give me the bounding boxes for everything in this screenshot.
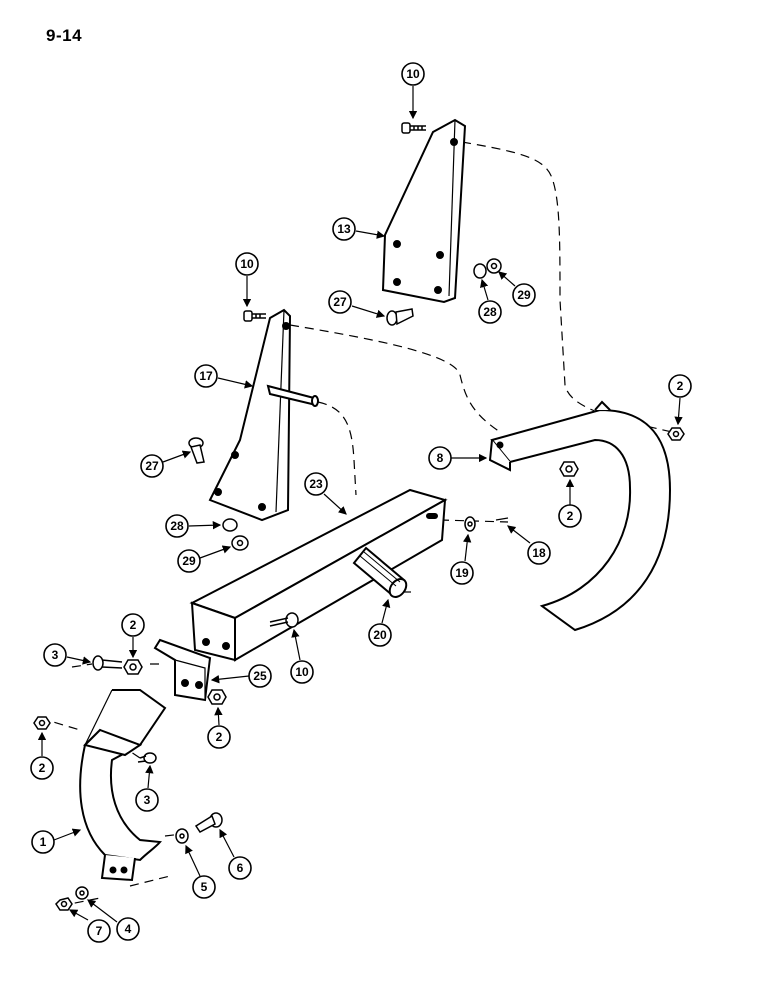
callout-label: 25 xyxy=(253,669,267,683)
callout-18: 18 xyxy=(507,525,551,565)
callout-29: 29 xyxy=(498,271,536,307)
part-13-bracket xyxy=(381,118,467,304)
callout-2: 2 xyxy=(668,374,692,426)
nut-5 xyxy=(175,828,189,844)
callout-2: 2 xyxy=(207,706,231,749)
callout-label: 2 xyxy=(130,618,137,632)
callout-7: 7 xyxy=(68,909,111,943)
nut-7 xyxy=(55,897,73,911)
callout-3: 3 xyxy=(135,764,159,812)
callout-label: 3 xyxy=(144,793,151,807)
callout-label: 10 xyxy=(295,665,309,679)
callout-label: 28 xyxy=(170,519,184,533)
callout-5: 5 xyxy=(185,844,216,899)
nut-2-right xyxy=(667,427,685,441)
part-17-bracket xyxy=(208,308,319,522)
callout-label: 27 xyxy=(145,459,159,473)
callout-label: 2 xyxy=(216,730,223,744)
callout-label: 1 xyxy=(40,835,47,849)
bolt-10-lower xyxy=(269,612,299,628)
callout-layer: 10 13 29 28 27 10 xyxy=(30,62,692,943)
callout-label: 27 xyxy=(333,295,347,309)
callout-29: 29 xyxy=(177,545,232,573)
callout-17: 17 xyxy=(194,364,254,389)
nut-2-below-bracket xyxy=(207,689,227,705)
callout-label: 10 xyxy=(406,67,420,81)
callout-label: 29 xyxy=(517,288,531,302)
washer-19 xyxy=(464,516,476,532)
callout-2: 2 xyxy=(121,613,145,659)
bolt-3-lower xyxy=(137,752,157,764)
bolt-27-upper xyxy=(386,308,414,326)
callout-2: 2 xyxy=(558,478,582,528)
callout-label: 4 xyxy=(125,922,132,936)
callout-13: 13 xyxy=(332,217,386,241)
part-23-main-beam xyxy=(189,488,448,662)
part-8-spring-shank xyxy=(488,400,672,632)
callout-25: 25 xyxy=(210,664,272,688)
nut-2-left-upper xyxy=(123,659,143,675)
callout-1: 1 xyxy=(31,828,82,854)
callout-label: 28 xyxy=(483,305,497,319)
callout-10: 10 xyxy=(290,628,314,684)
nut-2-center xyxy=(559,461,579,477)
callout-28: 28 xyxy=(165,514,222,538)
bolt-10-middle xyxy=(243,310,266,322)
part-1-clamp-strap xyxy=(79,689,167,882)
callout-label: 13 xyxy=(337,222,351,236)
callout-label: 7 xyxy=(96,924,103,938)
nuts-28-29-upper xyxy=(473,258,502,279)
part-20-tube xyxy=(352,546,408,598)
bolt-10-upper xyxy=(401,122,426,134)
pin-18 xyxy=(495,517,509,521)
callout-label: 18 xyxy=(532,546,546,560)
callout-4: 4 xyxy=(87,899,140,941)
callout-label: 8 xyxy=(437,451,444,465)
callout-label: 3 xyxy=(52,648,59,662)
callout-label: 17 xyxy=(199,369,213,383)
callout-8: 8 xyxy=(428,446,488,470)
callout-23: 23 xyxy=(304,472,347,515)
callout-3: 3 xyxy=(43,643,92,667)
callout-label: 2 xyxy=(677,379,684,393)
callout-label: 10 xyxy=(240,257,254,271)
callout-10: 10 xyxy=(235,252,259,308)
nut-2-far-left xyxy=(33,716,51,730)
part-25-angle-bracket xyxy=(153,638,212,702)
callout-27: 27 xyxy=(140,450,192,478)
bolt-27-left xyxy=(188,437,205,464)
callout-6: 6 xyxy=(219,828,252,880)
callout-label: 20 xyxy=(373,628,387,642)
callout-label: 2 xyxy=(39,761,46,775)
page-number: 9-14 xyxy=(46,26,83,45)
callout-27: 27 xyxy=(328,290,386,318)
callout-label: 23 xyxy=(309,477,323,491)
bolt-3-upper xyxy=(92,655,123,671)
callout-20: 20 xyxy=(368,598,392,647)
callout-label: 29 xyxy=(182,554,196,568)
callout-28: 28 xyxy=(478,278,502,324)
washer-4 xyxy=(75,886,89,900)
callout-10: 10 xyxy=(401,62,425,120)
bolt-6 xyxy=(194,812,223,833)
callout-2: 2 xyxy=(30,731,54,780)
callout-19: 19 xyxy=(450,533,474,585)
callout-label: 2 xyxy=(567,509,574,523)
callout-label: 19 xyxy=(455,566,469,580)
callout-label: 6 xyxy=(237,861,244,875)
nuts-28-29-left xyxy=(222,518,249,551)
callout-label: 5 xyxy=(201,880,208,894)
